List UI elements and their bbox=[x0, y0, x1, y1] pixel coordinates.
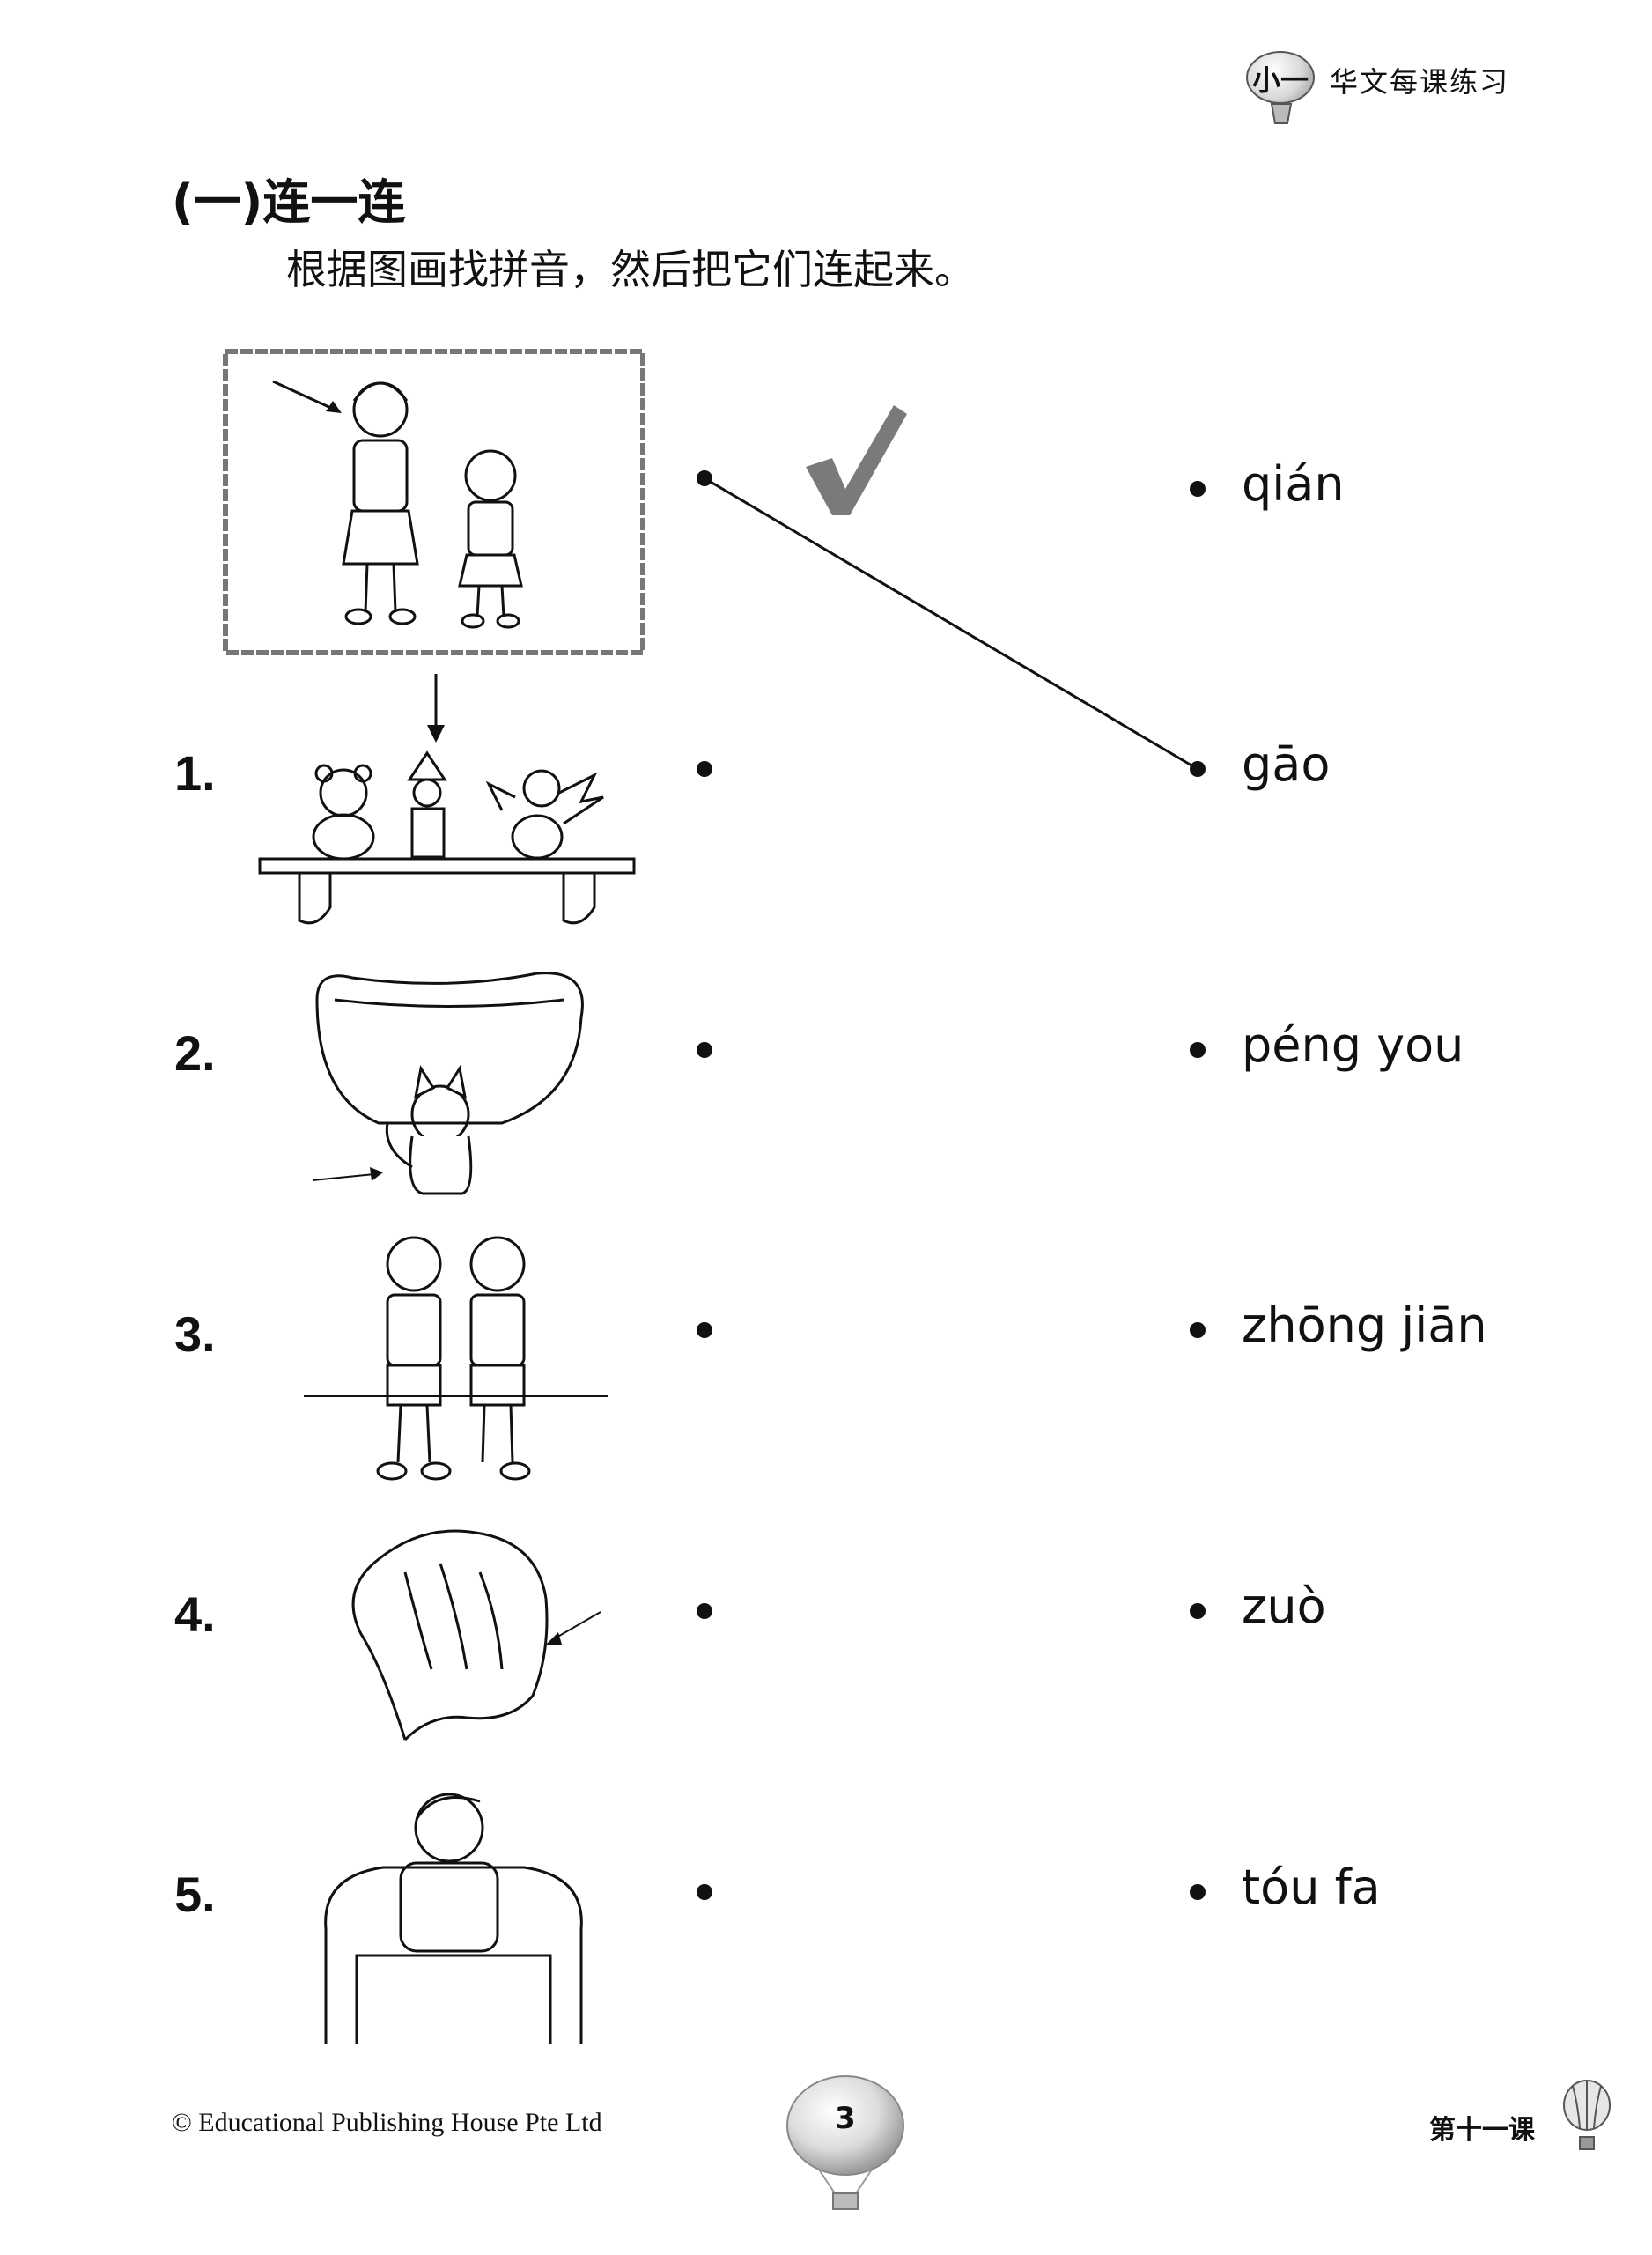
check-mark-icon bbox=[806, 405, 907, 515]
section-title: (一)连一连 bbox=[172, 174, 406, 230]
left-dot-item-3[interactable] bbox=[697, 1322, 712, 1338]
pinyin-option: zhōng jiān bbox=[1242, 1298, 1487, 1353]
item-number: 1. bbox=[174, 745, 216, 801]
item-number: 2. bbox=[174, 1025, 216, 1081]
page-number-balloon-icon bbox=[786, 2075, 904, 2210]
series-title: 华文每课练习 bbox=[1330, 65, 1510, 99]
right-dot-zuo[interactable] bbox=[1190, 1603, 1206, 1619]
item-number: 5. bbox=[174, 1867, 216, 1922]
left-dot-example[interactable] bbox=[697, 470, 712, 486]
instruction-text: 根据图画找拼音，然后把它们连起来。 bbox=[286, 246, 975, 293]
right-dot-qian[interactable] bbox=[1190, 481, 1206, 497]
item-number: 4. bbox=[174, 1586, 216, 1642]
picture-hair bbox=[351, 1529, 601, 1741]
pinyin-option: tóu fa bbox=[1242, 1859, 1381, 1915]
pinyin-option: zuò bbox=[1242, 1578, 1326, 1634]
right-dot-peng-you[interactable] bbox=[1190, 1042, 1206, 1058]
down-arrow-icon bbox=[427, 674, 445, 743]
balloon-icon bbox=[1563, 2080, 1611, 2150]
item-number: 3. bbox=[174, 1306, 216, 1362]
picture-two-boys bbox=[304, 1236, 608, 1481]
lesson-label: 第十一课 bbox=[1429, 2115, 1535, 2146]
picture-toys-on-shelf bbox=[258, 750, 636, 925]
page-number: 3 bbox=[835, 2101, 856, 2136]
pinyin-option: gāo bbox=[1242, 736, 1331, 792]
pinyin-option: péng you bbox=[1242, 1017, 1464, 1073]
left-dot-item-4[interactable] bbox=[697, 1603, 712, 1619]
example-picture-two-girls bbox=[223, 349, 645, 655]
grade-badge-balloon bbox=[1246, 51, 1315, 104]
balloon-basket-icon bbox=[1270, 103, 1293, 124]
picture-cat-basket bbox=[312, 972, 584, 1195]
copyright-text: © Educational Publishing House Pte Ltd bbox=[172, 2108, 602, 2137]
right-dot-tou-fa[interactable] bbox=[1190, 1884, 1206, 1900]
left-dot-item-5[interactable] bbox=[697, 1884, 712, 1900]
picture-boy-sitting bbox=[324, 1793, 583, 2044]
left-dot-item-1[interactable] bbox=[697, 761, 712, 777]
right-dot-gao[interactable] bbox=[1190, 761, 1206, 777]
left-dot-item-2[interactable] bbox=[697, 1042, 712, 1058]
pinyin-option: qián bbox=[1242, 456, 1345, 512]
right-dot-zhong-jian[interactable] bbox=[1190, 1322, 1206, 1338]
grade-badge-label: 小一 bbox=[1252, 63, 1309, 97]
